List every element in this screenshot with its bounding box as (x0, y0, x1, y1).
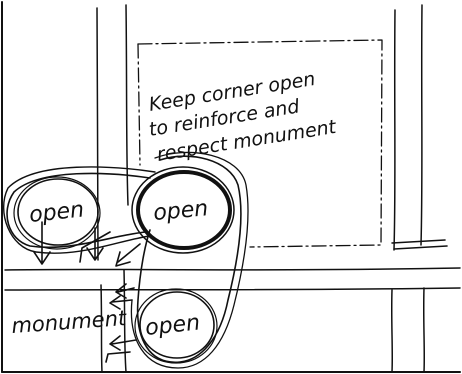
open-space-lower: open (135, 289, 217, 363)
label-monument: monument (11, 306, 128, 338)
label-open-lower: open (144, 310, 201, 341)
open-space-left: open (14, 177, 100, 249)
design-note: Keep corner open to reinforce and respec… (147, 68, 339, 166)
open-space-center: open (132, 167, 234, 253)
label-open-center: open (152, 196, 209, 226)
right-street-edges (392, 5, 425, 372)
label-open-left: open (28, 197, 85, 228)
